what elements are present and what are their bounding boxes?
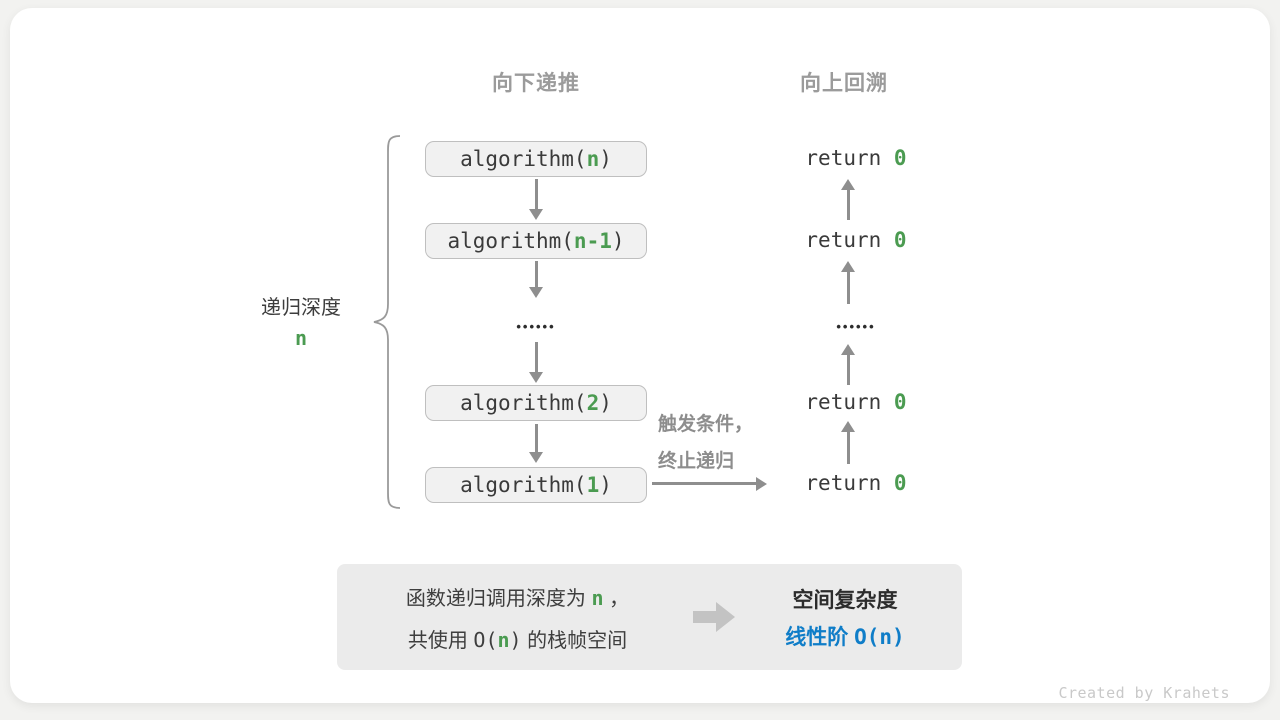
summary-description: 函数递归调用深度为 n ， 共使用 O(n) 的栈帧空间 [350, 578, 685, 662]
return-keyword: return [805, 228, 894, 252]
call-prefix: algorithm( [447, 229, 574, 253]
call-arg: n-1 [573, 229, 612, 253]
call-arg: n [586, 147, 600, 171]
summary-line1: 函数递归调用深度为 n ， [350, 578, 685, 620]
space-complexity-result: 线性阶 O(n) [745, 621, 945, 651]
termination-note: 触发条件， 终止递归 [658, 406, 753, 480]
call-box-1: algorithm(1) [425, 467, 647, 503]
termination-note-line1: 触发条件， [658, 414, 754, 435]
return-value: 0 [893, 471, 907, 495]
up-arrow-icon [846, 271, 850, 304]
left-ellipsis-dots: •••••• [516, 319, 556, 334]
call-suffix: ) [599, 391, 612, 415]
return-keyword: return [805, 471, 894, 495]
big-o-close: ) [509, 628, 522, 652]
termination-note-line2: 终止递归 [658, 451, 735, 472]
summary-line2: 共使用 O(n) 的栈帧空间 [350, 620, 685, 662]
summary-line2-tail: 的栈帧空间 [521, 630, 628, 652]
return-value: 0 [893, 146, 907, 170]
down-arrow-icon [534, 179, 538, 210]
depth-brace [373, 135, 401, 509]
call-arg: 2 [586, 391, 600, 415]
up-arrow-icon [846, 189, 850, 220]
block-arrow-icon [693, 602, 735, 632]
call-suffix: ) [611, 229, 625, 253]
return-statement: return 0 [756, 471, 956, 495]
downward-recursion-header: 向下递推 [492, 72, 580, 95]
upward-backtrack-header: 向上回溯 [800, 72, 888, 95]
call-arg: 1 [586, 473, 600, 497]
call-prefix: algorithm( [460, 147, 587, 171]
return-value: 0 [893, 228, 907, 252]
down-arrow-icon [534, 424, 538, 453]
depth-label: 递归深度 [261, 297, 341, 319]
result-big-o: O(n) [854, 625, 905, 649]
right-arrow-icon [652, 482, 756, 485]
return-statement: return 0 [756, 228, 956, 252]
result-text: 线性阶 [785, 626, 855, 649]
summary-line1-tail: ， [603, 588, 630, 610]
call-prefix: algorithm( [460, 391, 587, 415]
call-suffix: ) [599, 147, 612, 171]
call-box-2: algorithm(2) [425, 385, 647, 421]
call-box-n: algorithm(n) [425, 141, 647, 177]
depth-variable: n [294, 326, 308, 350]
summary-line1-var: n [591, 586, 604, 610]
summary-line2-text: 共使用 [407, 630, 474, 652]
call-suffix: ) [599, 473, 612, 497]
return-statement: return 0 [756, 390, 956, 414]
summary-line1-text: 函数递归调用深度为 [405, 588, 592, 610]
big-o-open: O( [473, 628, 498, 652]
right-ellipsis-dots: •••••• [836, 319, 876, 334]
call-box-n-1: algorithm(n-1) [425, 223, 647, 259]
return-keyword: return [805, 390, 894, 414]
up-arrow-icon [846, 431, 850, 464]
down-arrow-icon [534, 342, 538, 373]
call-prefix: algorithm( [460, 473, 587, 497]
space-complexity-title: 空间复杂度 [792, 589, 898, 612]
summary-panel [337, 564, 962, 670]
return-statement: return 0 [756, 146, 956, 170]
down-arrow-icon [534, 261, 538, 288]
up-arrow-icon [846, 354, 850, 385]
return-value: 0 [893, 390, 907, 414]
return-keyword: return [805, 146, 894, 170]
summary-line2-var: n [497, 628, 510, 652]
recursion-depth-diagram: 向下递推 向上回溯 递归深度 n algorithm(n) algorithm(… [10, 8, 1270, 703]
credit-watermark: Created by Krahets [1058, 684, 1230, 702]
